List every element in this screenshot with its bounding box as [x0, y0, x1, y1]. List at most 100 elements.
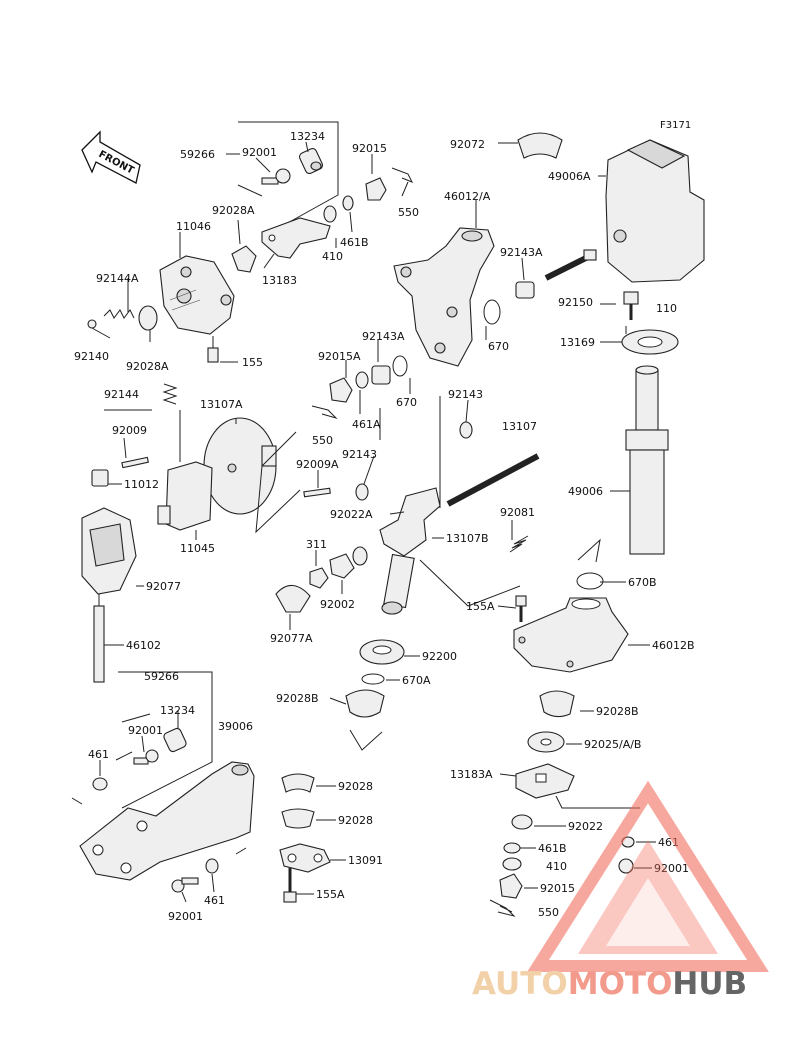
washer-410-top [323, 205, 337, 223]
cotter-pin-550-top [391, 167, 414, 183]
label-92009: 92009 [112, 424, 147, 437]
mid-left-group [81, 383, 338, 683]
washer-461A [355, 371, 369, 389]
label-92015-top: 92015 [352, 142, 387, 155]
washer-92002b [352, 546, 368, 566]
bolt-92001-bot [171, 877, 199, 893]
label-461B-top: 461B [340, 236, 369, 249]
bushing-92028B-a [345, 689, 385, 718]
bushing-92143-b [355, 483, 369, 501]
label-550-mid: 550 [312, 434, 333, 447]
label-92144A: 92144A [96, 272, 139, 285]
collar-92143A-mid [371, 365, 391, 385]
block-11012 [91, 469, 109, 487]
label-92143-b: 92143 [342, 448, 377, 461]
label-13183A: 13183A [450, 768, 493, 781]
washer-92022 [511, 814, 533, 830]
label-92150: 92150 [558, 296, 593, 309]
bolt-155-top [207, 336, 219, 363]
watermark-triangle-icon [527, 780, 769, 972]
label-92077A: 92077A [270, 632, 313, 645]
top-right-group [605, 139, 705, 555]
label-13234-bot: 13234 [160, 704, 195, 717]
label-11046: 11046 [176, 220, 211, 233]
label-92143-a: 92143 [448, 388, 483, 401]
shaft-13107 [446, 453, 540, 507]
label-92002: 92002 [320, 598, 355, 611]
label-410-bot: 410 [546, 860, 567, 873]
label-92022: 92022 [568, 820, 603, 833]
rod-46102 [93, 605, 105, 683]
collar-92143A-top [515, 281, 535, 299]
bolt-155A-b [283, 868, 297, 903]
label-311: 311 [306, 538, 327, 551]
housing-46012B [513, 597, 629, 673]
bushing-92143-a [459, 421, 473, 439]
label-92077: 92077 [146, 580, 181, 593]
joint-13234-top [298, 147, 324, 175]
label-92072: 92072 [450, 138, 485, 151]
front-arrow-icon: FRONT [81, 130, 141, 184]
leader-lines [91, 141, 656, 913]
ball-92140 [87, 319, 97, 329]
clamp-92028-a [281, 773, 315, 793]
cotter-pin-550-mid [311, 405, 338, 420]
cotter-pin-550-bot [489, 899, 516, 917]
label-92028B-a: 92028B [276, 692, 319, 705]
label-49006: 49006 [568, 485, 603, 498]
spring-92081 [509, 535, 529, 553]
label-92140: 92140 [74, 350, 109, 363]
label-92200: 92200 [422, 650, 457, 663]
label-550-bot: 550 [538, 906, 559, 919]
washer-461-bot [205, 858, 219, 874]
bolt-155A-a [515, 595, 527, 622]
label-46012A: 46012/A [444, 190, 491, 203]
shaft-49006 [625, 365, 669, 555]
label-59266-bot: 59266 [144, 670, 179, 683]
watermark-auto: AUTO [472, 966, 568, 1002]
label-461-left: 461 [88, 748, 109, 761]
o-ring-670-b [392, 355, 408, 377]
nut-92015-bot [499, 873, 523, 899]
label-13107A: 13107A [200, 398, 243, 411]
arm-39006 [79, 761, 255, 881]
label-59266-top: 59266 [180, 148, 215, 161]
o-ring-670-a [483, 299, 501, 325]
joint-13234-bot [163, 727, 187, 753]
label-92143A-top: 92143A [500, 246, 543, 259]
washer-461-left [92, 777, 108, 791]
plate-13107A [203, 417, 277, 515]
clamp-92028-b [281, 808, 315, 829]
label-92028-a: 92028 [338, 780, 373, 793]
clamp-92072 [517, 132, 563, 159]
label-92001-bot: 92001 [168, 910, 203, 923]
label-92001-mid: 92001 [128, 724, 163, 737]
label-110: 110 [656, 302, 677, 315]
watermark-moto: MOTO [568, 966, 673, 1002]
nut-311 [309, 567, 329, 589]
label-92009A: 92009A [296, 458, 339, 471]
spring-92144A [103, 309, 135, 319]
label-92022A: 92022A [330, 508, 373, 521]
watermark: AUTOMOTOHUB [472, 780, 769, 1002]
label-13107B: 13107B [446, 532, 489, 545]
top-left-group [87, 121, 414, 363]
label-92143A-mid: 92143A [362, 330, 405, 343]
label-461B-bot: 461B [538, 842, 567, 855]
watermark-hub: HUB [672, 966, 747, 1002]
label-46012B: 46012B [652, 639, 695, 652]
nut-92015A [329, 377, 353, 403]
guide-11045-tab [157, 505, 171, 525]
bolt-92001-right [618, 858, 634, 874]
bolt-92001-mid [133, 749, 159, 765]
part-labels: 59266 92001 13234 92015 92072 49006A 550… [74, 130, 695, 923]
right-mid-group [489, 538, 640, 917]
label-155A-a: 155A [466, 600, 495, 613]
washer-92028A-mid [138, 305, 158, 331]
lever-13183 [261, 217, 331, 259]
label-461-bot: 461 [204, 894, 225, 907]
diagram-code: F3171 [660, 120, 691, 131]
label-155A-b: 155A [316, 888, 345, 901]
bolt-110 [623, 291, 639, 320]
label-11045: 11045 [180, 542, 215, 555]
